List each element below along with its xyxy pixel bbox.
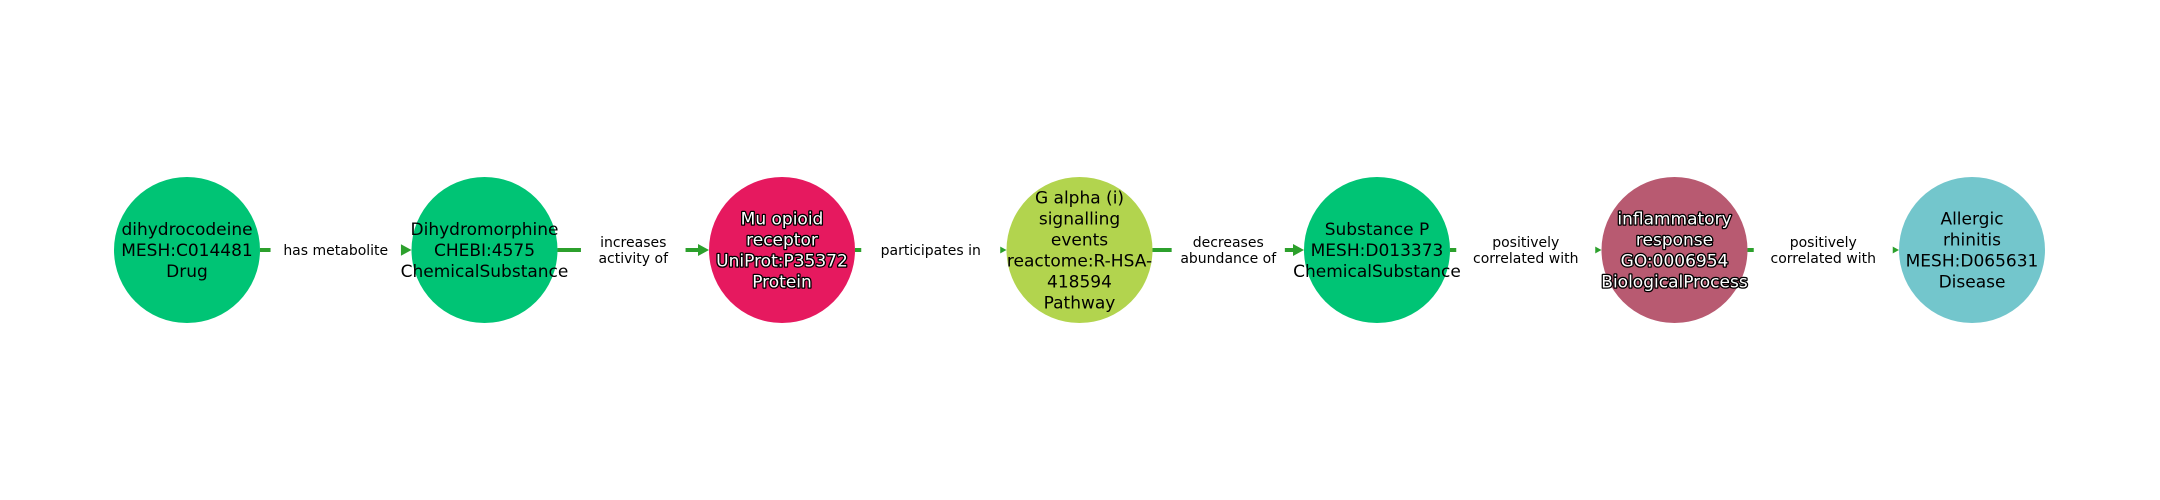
edge-label-background (580, 232, 686, 268)
edge-label-background (861, 240, 1001, 260)
edge-label: participates in (881, 243, 981, 259)
node-label-line: reactome:R-HSA- (1007, 252, 1152, 272)
node-label-line: Dihydromorphine (411, 220, 559, 240)
edge-label-line: participates in (881, 243, 981, 259)
node-label-line: MESH:C014481 (121, 241, 252, 261)
node-label-line: G alpha (i) (1035, 189, 1124, 209)
node-label-line: inflammatory (1617, 210, 1731, 230)
arrowhead-icon (1293, 244, 1304, 256)
node-label-line: GO:0006954 (1621, 252, 1729, 272)
node-label-line: ChemicalSubstance (401, 262, 569, 282)
edge-label-line: decreases (1193, 235, 1264, 251)
node-label-line: dihydrocodeine (121, 220, 252, 240)
node-label-line: events (1051, 231, 1108, 251)
edge-participates-in[interactable]: participates in (855, 240, 1007, 260)
edge-has-metabolite[interactable]: has metabolite (260, 240, 412, 260)
edge-label-background (270, 240, 401, 260)
node-label-line: UniProt:P35372 (716, 252, 848, 272)
node-circle (1006, 177, 1153, 323)
edge-label-background (1753, 232, 1893, 268)
node-circle (709, 177, 855, 323)
edge-label-line: abundance of (1180, 251, 1277, 267)
node-circle (1601, 177, 1748, 323)
node-label-line: BiologicalProcess (1601, 273, 1748, 293)
node-circle (411, 177, 558, 323)
node-circle (1304, 177, 1450, 323)
edge-label-line: positively (1492, 235, 1559, 251)
edge-label-line: has metabolite (283, 243, 388, 259)
node-label-line: MESH:D065631 (1906, 252, 2039, 272)
edge-label-line: positively (1790, 235, 1857, 251)
node-label-line: Drug (166, 262, 208, 282)
edge-label-line: increases (600, 235, 666, 251)
node-label-line: MESH:D013373 (1311, 241, 1444, 261)
node-label-line: 418594 (1047, 273, 1112, 293)
node-label-line: Disease (1939, 273, 2006, 293)
node-circle (114, 177, 260, 323)
edge-label-line: activity of (598, 251, 669, 267)
arrowhead-icon (400, 244, 412, 256)
node-circle (1899, 177, 2045, 323)
node-label-line: receptor (746, 231, 818, 251)
node-label-line: signalling (1039, 210, 1120, 230)
edge-label-line: correlated with (1771, 251, 1876, 267)
edge-label: has metabolite (283, 243, 388, 259)
node-label-line: Mu opioid (741, 210, 824, 230)
node-label-line: rhinitis (1943, 231, 2001, 251)
node-label-line: response (1636, 231, 1713, 251)
node-label-line: Substance P (1325, 220, 1430, 240)
arrowhead-icon (698, 244, 709, 256)
edge-label-line: correlated with (1473, 251, 1578, 267)
edge-label-background (1456, 232, 1596, 268)
node-label-line: Allergic (1940, 210, 2003, 230)
node-label-line: CHEBI:4575 (434, 241, 535, 261)
node-label-line: ChemicalSubstance (1293, 262, 1461, 282)
edge-label-background (1171, 232, 1285, 268)
node-label-line: Pathway (1044, 294, 1116, 314)
node-label-line: Protein (752, 273, 812, 293)
